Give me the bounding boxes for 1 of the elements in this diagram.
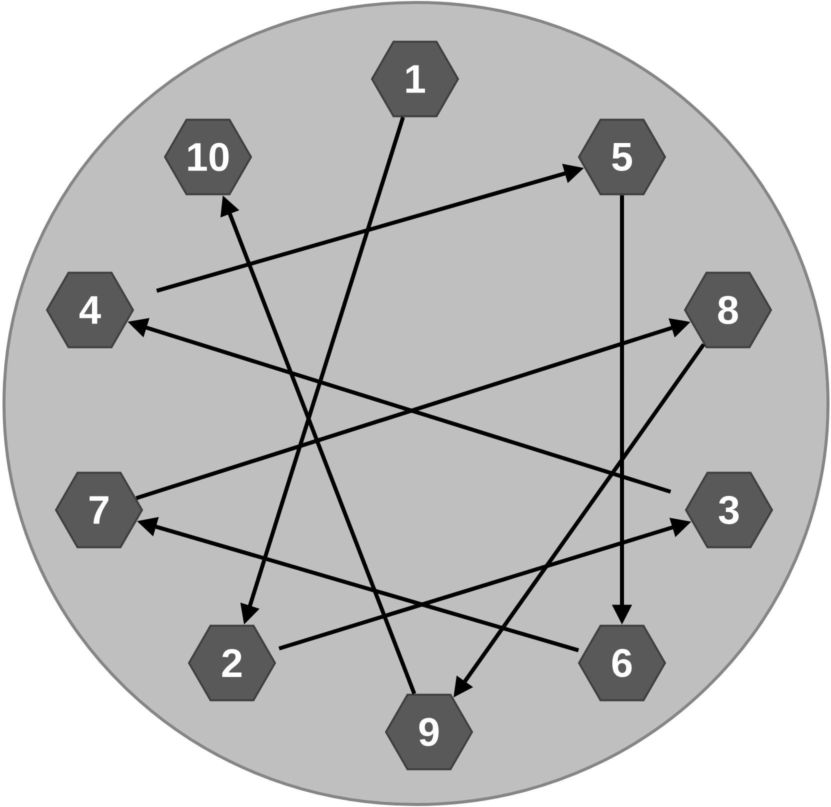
background-circle (2, 1, 830, 806)
